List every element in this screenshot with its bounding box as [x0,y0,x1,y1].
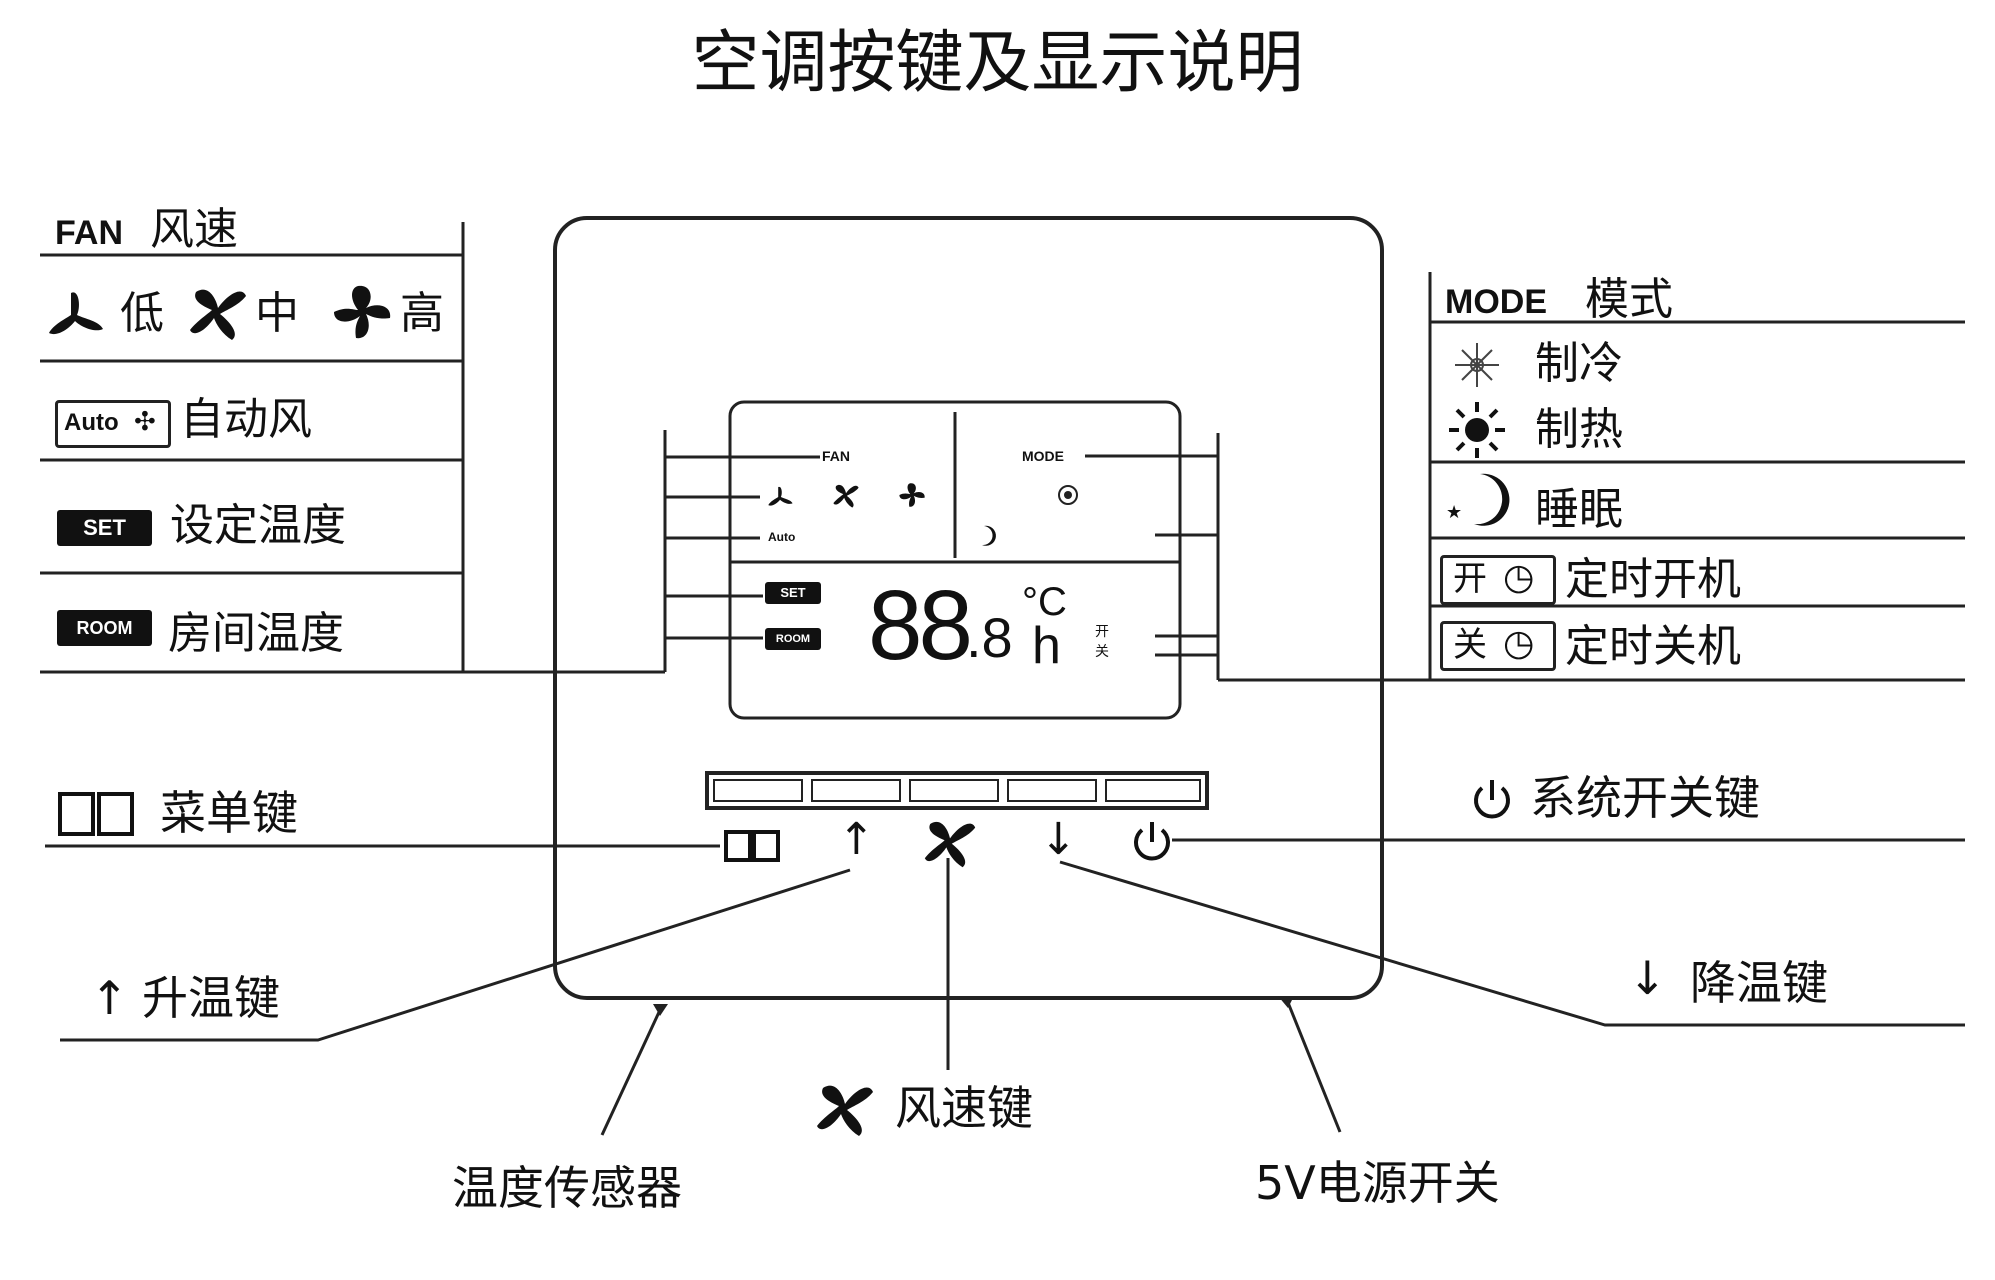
timer-off-badge-text: 关 [1453,625,1487,665]
fan-header-zh: 风速 [150,204,238,255]
menu-button[interactable] [714,780,802,801]
lcd-auto-label: Auto [768,530,796,544]
lcd-unit-celsius: °C [1022,580,1067,624]
diagram-title: 空调按键及显示说明 [691,24,1304,103]
sun-icon [1449,402,1505,458]
fan-button-icon [924,821,976,868]
lcd-mode-label: MODE [1022,448,1064,464]
fan-mid-label: 中 [255,288,299,339]
power-switch-label: 5V电源开关 [1255,1156,1500,1210]
down-legend-arrow: ↓ [1628,951,1667,1005]
moon-icon: ★ [1446,473,1510,526]
auto-badge: Auto ✣ [55,400,171,448]
mode-header-en: MODE [1445,283,1547,321]
down-arrow-icon: ↓ [1040,814,1077,865]
fan-key-label: 风速键 [895,1081,1033,1135]
lcd-set-badge: SET [765,582,821,604]
mode-header-zh: 模式 [1585,274,1673,325]
cool-label: 制冷 [1535,338,1623,389]
fan-speed-button[interactable] [910,780,998,801]
auto-fan-label: 自动风 [180,394,312,445]
menu-book-icon [724,830,780,862]
timer-on-clock-icon: ◷ [1503,557,1535,598]
lcd-moon-icon [982,525,996,546]
snowflake-icon [1455,343,1499,387]
auto-fan-icon: ✣ [134,407,156,437]
temp-down-button[interactable] [1008,780,1096,801]
power-button[interactable] [1106,780,1200,801]
auto-badge-text: Auto [64,409,119,436]
fan-high-icon [334,285,391,339]
timer-off-label: 定时关机 [1565,621,1741,672]
timer-on-badge-text: 开 [1453,559,1487,599]
set-temp-label: 设定温度 [170,500,346,551]
lcd-sun-icon [1058,485,1078,505]
room-badge: ROOM [57,610,152,646]
fan-header-en: FAN [55,214,123,252]
up-key-label: 升温键 [142,971,280,1025]
temp-up-button[interactable] [812,780,900,801]
fan-low-label: 低 [120,288,164,339]
power-button-icon [1134,822,1170,861]
room-temp-label: 房间温度 [168,608,344,659]
lcd-temp-decimal: .8 [966,606,1013,669]
lcd-fan-mid-icon [833,484,859,508]
lcd-fan-high-icon [899,483,925,507]
timer-on-badge: 开 ◷ [1440,555,1556,605]
power-key-label: 系统开关键 [1530,771,1760,825]
menu-key-label: 菜单键 [160,786,298,840]
down-key-label: 降温键 [1690,956,1828,1010]
up-legend-arrow: ↑ [90,971,129,1025]
lcd-unit-hours: h [1032,617,1061,675]
timer-off-badge: 关 ◷ [1440,621,1556,671]
up-arrow-icon: ↑ [838,814,875,865]
fan-high-label: 高 [400,288,444,339]
timer-off-clock-icon: ◷ [1503,623,1535,664]
timer-on-label: 定时开机 [1565,554,1741,605]
fan-legend-icon [817,1085,873,1136]
menu-book-legend-icon [58,792,134,836]
power-legend-icon [1474,780,1510,819]
lcd-fan-label: FAN [822,448,850,464]
lcd-room-badge: ROOM [765,628,821,650]
fan-mid-icon [190,289,246,340]
fan-low-icon [49,292,103,335]
lcd-timer-on-mark: 开 [1095,624,1109,640]
lcd-fan-low-icon [768,486,793,506]
sleep-label: 睡眠 [1535,484,1623,535]
lcd-timer-off-mark: 关 [1095,644,1109,660]
svg-text:★: ★ [1446,502,1462,523]
heat-label: 制热 [1535,404,1623,455]
temp-sensor-label: 温度传感器 [452,1161,682,1215]
lcd-temp-digits: 88 [868,570,973,680]
set-badge: SET [57,510,152,546]
